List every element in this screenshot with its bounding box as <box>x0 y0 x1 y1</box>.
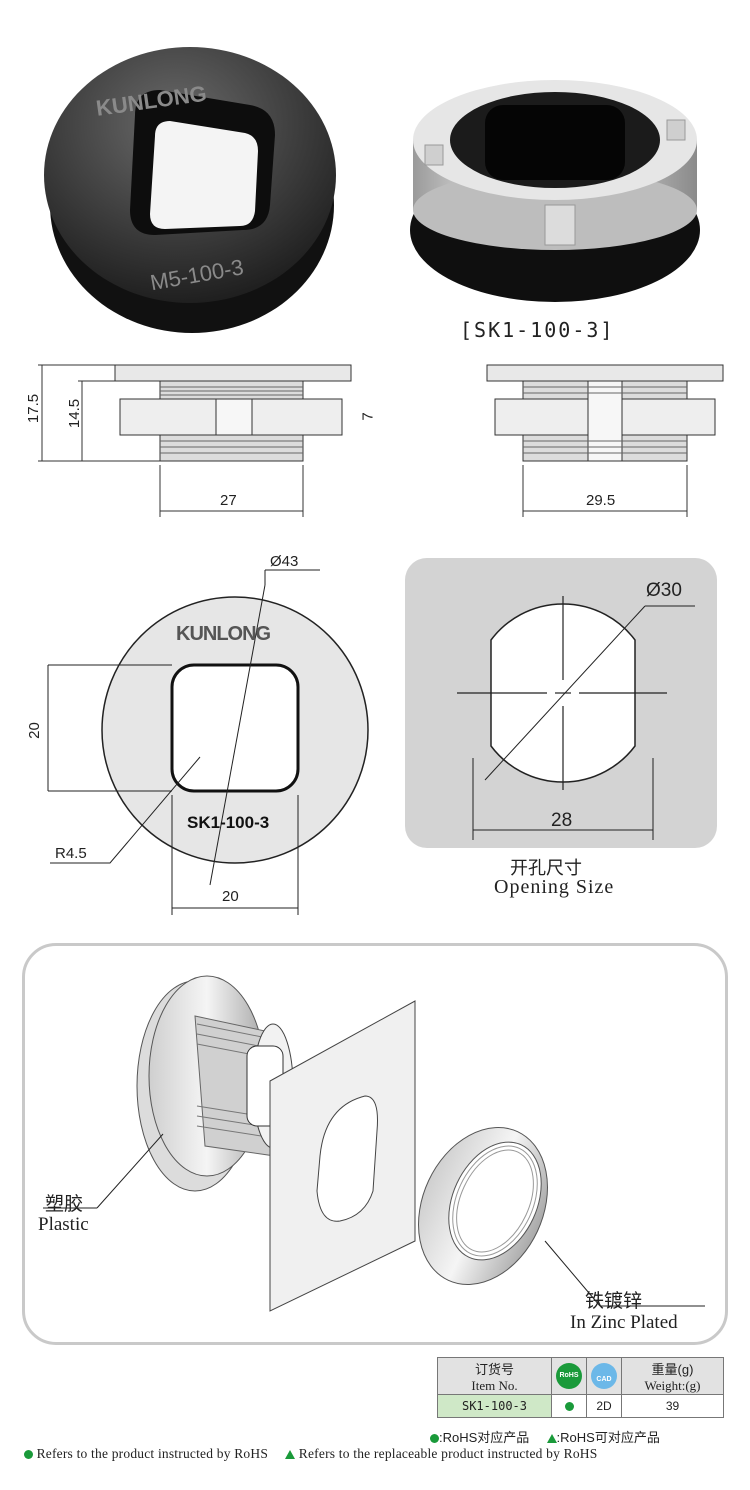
header-weight: 重量(g) Weight:(g) <box>621 1357 724 1395</box>
row-weight: 39 <box>621 1394 724 1418</box>
dim-square-width: 20 <box>222 888 239 905</box>
legend-rohs-en: Refers to the product instructed by RoHS <box>36 1446 269 1461</box>
header-weight-en: Weight:(g) <box>644 1377 701 1393</box>
dim-width-left: 27 <box>220 492 237 509</box>
cad-icon: CAD <box>591 1363 617 1389</box>
dim-width-right: 29.5 <box>586 492 616 509</box>
product-photo-assembled <box>410 80 700 302</box>
header-weight-cn: 重量(g) <box>651 1361 694 1377</box>
dim-height-body: 14.5 <box>66 398 84 429</box>
dim-height-total: 17.5 <box>25 393 43 424</box>
dim-square-height: 20 <box>25 722 43 739</box>
header-cad: CAD <box>586 1357 622 1395</box>
header-rohs: RoHS <box>551 1357 587 1395</box>
side-view-drawing-right <box>486 364 724 517</box>
label-zinc-en: In Zinc Plated <box>570 1312 678 1333</box>
rohs-dot-icon <box>564 1402 574 1412</box>
replaceable-triangle-icon <box>546 1434 557 1444</box>
label-zinc-cn: 铁镀锌 <box>585 1291 643 1312</box>
header-item-cn: 订货号 <box>474 1361 514 1377</box>
opening-size-title-cn: 开孔尺寸 <box>510 858 582 878</box>
dim-opening-flat-width: 28 <box>551 810 573 831</box>
front-view-logo: KUNLONG <box>176 623 271 645</box>
legend-replace-en: Refers to the replaceable product instru… <box>298 1446 598 1461</box>
item-spec-table: 订货号 Item No. RoHS CAD 重量(g) Weight:(g) S… <box>437 1357 724 1418</box>
label-plastic-cn: 塑胶 <box>45 1194 84 1215</box>
front-view-drawing <box>47 569 369 915</box>
header-item-en: Item No. <box>471 1377 518 1393</box>
row-rohs-mark <box>551 1394 587 1418</box>
dim-nut-height: 7 <box>359 412 377 421</box>
rohs-dot-icon <box>24 1450 33 1460</box>
dim-opening-diameter: Ø30 <box>646 580 682 601</box>
exploded-assembly-drawing <box>43 975 705 1312</box>
rohs-icon: RoHS <box>556 1363 582 1389</box>
product-photo-plastic-part: KUNLONG M5-100-3 <box>44 47 336 333</box>
opening-size-title-en: Opening Size <box>494 876 615 898</box>
product-code-label: [SK1-100-3] <box>460 318 615 342</box>
label-plastic-en: Plastic <box>38 1214 89 1235</box>
row-cad: 2D <box>586 1394 622 1418</box>
row-item-no: SK1-100-3 <box>437 1394 552 1418</box>
dim-outer-diameter: Ø43 <box>270 553 299 570</box>
legend-rohs-cn: :RoHS对应产品 <box>439 1430 530 1445</box>
side-view-drawing-left <box>38 364 352 517</box>
dim-corner-radius: R4.5 <box>55 845 87 862</box>
legend-en: Refers to the product instructed by RoHS… <box>24 1446 597 1462</box>
legend-cn: :RoHS对应产品 :RoHS可对应产品 <box>430 1427 660 1446</box>
rohs-dot-icon <box>430 1434 439 1444</box>
replaceable-triangle-icon <box>285 1450 296 1460</box>
legend-replace-cn: :RoHS可对应产品 <box>556 1430 660 1445</box>
opening-size-drawing <box>457 596 695 840</box>
header-item-no: 订货号 Item No. <box>437 1357 552 1395</box>
front-view-part-code: SK1-100-3 <box>187 813 270 832</box>
